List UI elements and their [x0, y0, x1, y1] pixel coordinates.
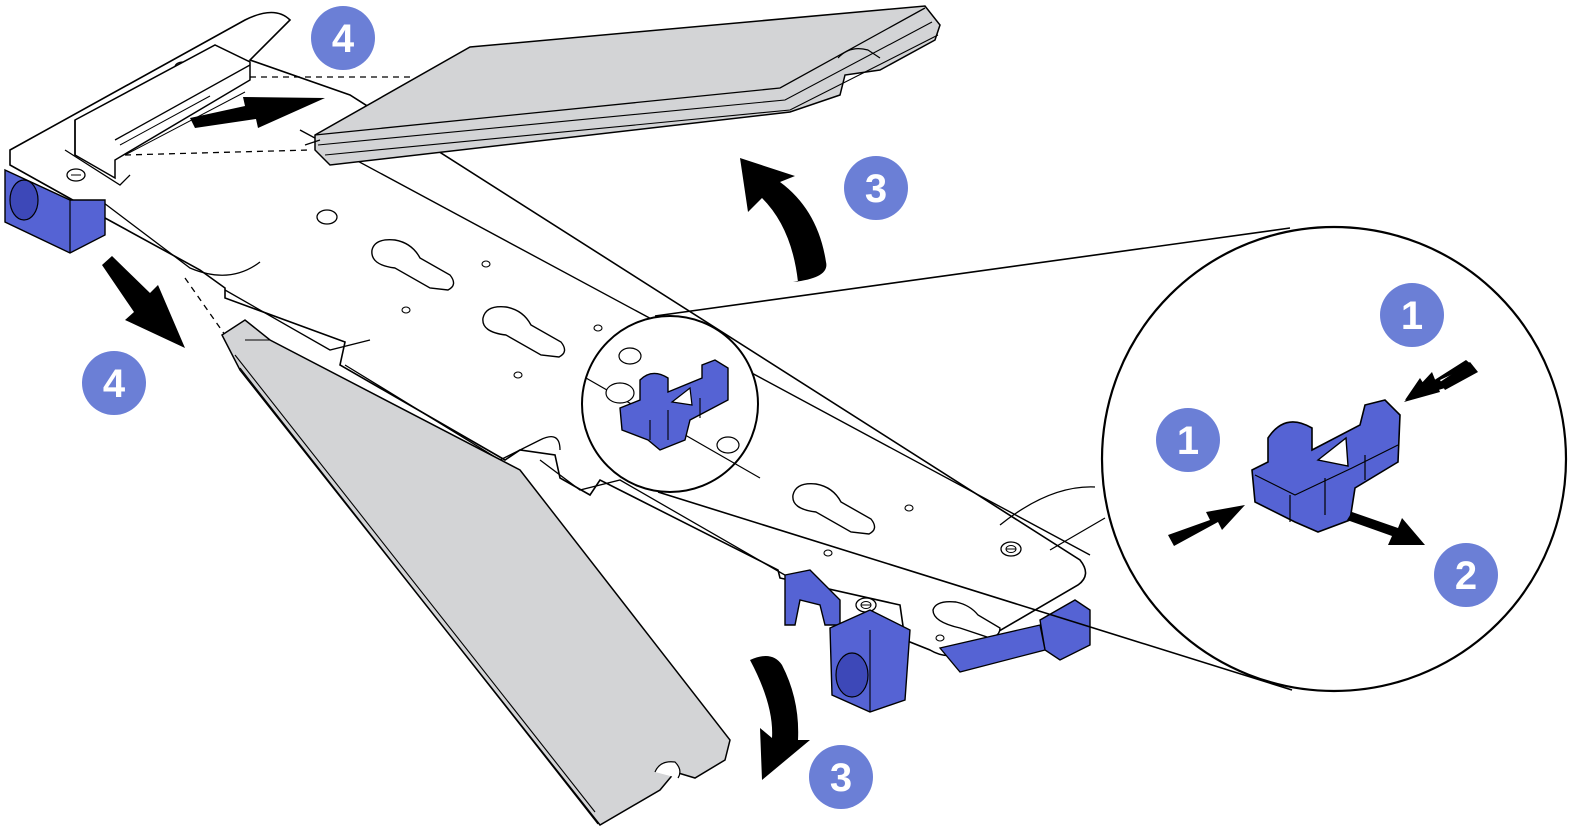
svg-text:3: 3	[865, 167, 887, 211]
step-2-callout: 2	[1434, 543, 1498, 607]
svg-text:4: 4	[103, 362, 126, 406]
retainer-latch-icon	[619, 359, 729, 451]
m2-drive-bottom	[221, 319, 731, 826]
black-arrow-icon	[1404, 360, 1478, 402]
screw-icon	[66, 168, 86, 182]
keyhole-slot	[482, 306, 566, 358]
step-3-callout-bottom: 3	[809, 745, 873, 809]
svg-text:1: 1	[1401, 294, 1423, 338]
blue-standoff-left	[4, 168, 106, 254]
m2-drive-top	[304, 5, 941, 166]
screw-icon	[1000, 541, 1022, 557]
m2-connector-top	[64, 44, 251, 186]
step-4-callout-top: 4	[311, 6, 375, 70]
magnify-leader-lines	[654, 227, 1293, 691]
svg-text:4: 4	[332, 17, 355, 61]
black-arrow-icon	[1347, 512, 1425, 545]
screw-icon	[855, 597, 877, 613]
backplane-board	[9, 11, 1106, 657]
svg-text:3: 3	[830, 756, 852, 800]
blue-standoff-right	[829, 609, 911, 713]
step-1-callout-top: 1	[1380, 283, 1444, 347]
step-4-callout-left: 4	[82, 351, 146, 415]
curved-arrow-icon	[750, 656, 810, 780]
step-3-callout-top: 3	[844, 156, 908, 220]
step-1-callout-left: 1	[1156, 408, 1220, 472]
keyhole-slot	[932, 600, 1001, 639]
black-arrow-icon	[190, 97, 325, 128]
black-arrow-icon	[1168, 505, 1245, 546]
keyhole-slot	[371, 239, 455, 291]
keyhole-slot	[792, 483, 876, 535]
svg-text:1: 1	[1177, 419, 1199, 463]
guide-lines-top	[124, 76, 415, 336]
black-arrow-icon	[102, 256, 185, 348]
svg-text:2: 2	[1455, 554, 1477, 598]
curved-arrow-icon	[740, 158, 827, 282]
detail-circle-small	[581, 315, 761, 493]
